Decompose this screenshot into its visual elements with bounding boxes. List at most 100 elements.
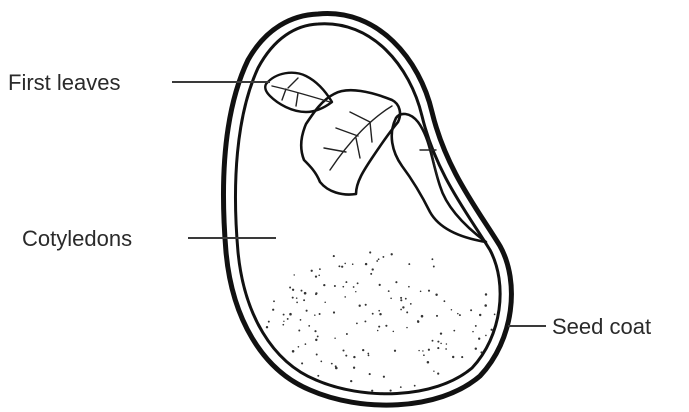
stipple-dot [345,355,347,357]
stipple-dot [406,311,408,313]
stipple-dot [364,320,366,322]
stipple-dot [306,310,308,312]
stipple-dot [440,332,442,334]
stipple-dot [368,355,370,357]
stipple-dot [320,361,322,363]
stipple-dot [298,330,300,332]
stipple-dot [301,290,303,292]
stipple-dot [319,268,321,270]
stipple-dot [335,367,338,370]
stipple-dot [485,293,487,295]
stipple-dot [357,282,359,284]
stipple-dot [292,289,294,291]
stipple-dot [345,281,347,283]
stipple-dot [435,294,437,296]
stipple-dot [371,390,373,392]
stipple-dot [420,291,422,293]
stipple-dot [402,306,404,308]
stipple-dot [268,321,270,323]
stipple-dot [378,258,380,260]
stipple-dot [480,351,482,353]
stipple-dot [318,275,320,277]
stipple-dot [452,356,454,358]
stipple-dot [323,284,325,286]
stipple-dot [342,349,344,351]
stipple-dot [272,309,274,311]
stipple-dot [393,331,395,333]
stipple-dot [362,349,364,351]
stipple-dot [400,386,402,388]
stipple-dot [292,350,295,353]
stipple-dot [300,319,302,321]
stipple-dot [423,354,425,356]
stipple-dot [289,313,292,316]
stipple-dot [315,293,317,295]
stipple-dot [314,314,316,316]
stipple-dot [422,350,423,351]
stipple-dot [379,313,381,315]
stipple-dot [400,299,402,301]
stipple-dot [369,373,371,375]
stipple-dot [301,362,303,364]
stipple-dot [494,314,496,316]
stipple-dot [418,350,419,351]
stipple-dot [428,349,430,351]
stipple-dot [353,356,355,358]
stipple-dot [353,286,355,288]
stipple-dot [421,315,424,318]
stipple-dot [376,260,378,262]
stipple-dot [394,350,396,352]
stipple-dot [390,298,392,300]
stipple-dot [400,297,402,299]
stipple-dot [491,329,493,331]
stipple-dot [461,356,463,358]
stipple-dot [472,331,474,333]
stipple-dot [390,390,392,392]
stipple-dot [315,276,317,278]
stipple-dot [475,325,477,327]
stipple-dot [432,340,434,342]
stipple-dot [378,326,380,328]
stipple-dot [334,337,335,338]
stipple-dot [406,327,407,328]
stipple-dot [428,290,430,292]
stipple-dot [437,347,439,349]
stipple-dot [408,286,410,288]
stipple-dot [344,263,346,265]
stipple-dot [405,298,407,300]
stipple-dot [451,309,453,311]
stipple-dot [400,309,402,311]
stipple-dot [377,330,379,332]
stipple-dot [315,339,317,341]
stipple-dot [417,320,419,322]
stipple-dot [355,291,356,292]
stipple-dot [296,297,298,299]
stipple-dot [342,286,344,288]
seed-coat-inner [235,24,500,394]
stipple-dot [334,285,336,287]
stipple-dot [333,311,335,313]
stipple-dot [383,376,385,378]
stipple-dot [287,318,289,320]
stipple-dot [484,304,487,307]
stipple-dot [298,346,300,348]
stipple-dot [289,287,291,289]
stipple-dot [369,251,371,253]
stipple-dot [372,268,374,270]
stipple-dot [382,256,384,258]
stipple-dot [333,255,335,257]
stipple-dot [266,326,268,328]
stipple-dot [440,343,442,345]
stipple-dot [391,253,393,255]
stipple-dot [283,314,285,316]
stipple-dot [365,263,367,265]
stipple-dot [296,302,298,304]
stipple-dot [314,330,316,332]
stipple-dot [282,324,284,326]
stipple-dot [433,266,435,268]
stipple-dot [294,274,295,275]
stipple-dot [475,347,477,349]
stipple-dot [305,343,307,345]
stipple-dot [273,300,275,302]
